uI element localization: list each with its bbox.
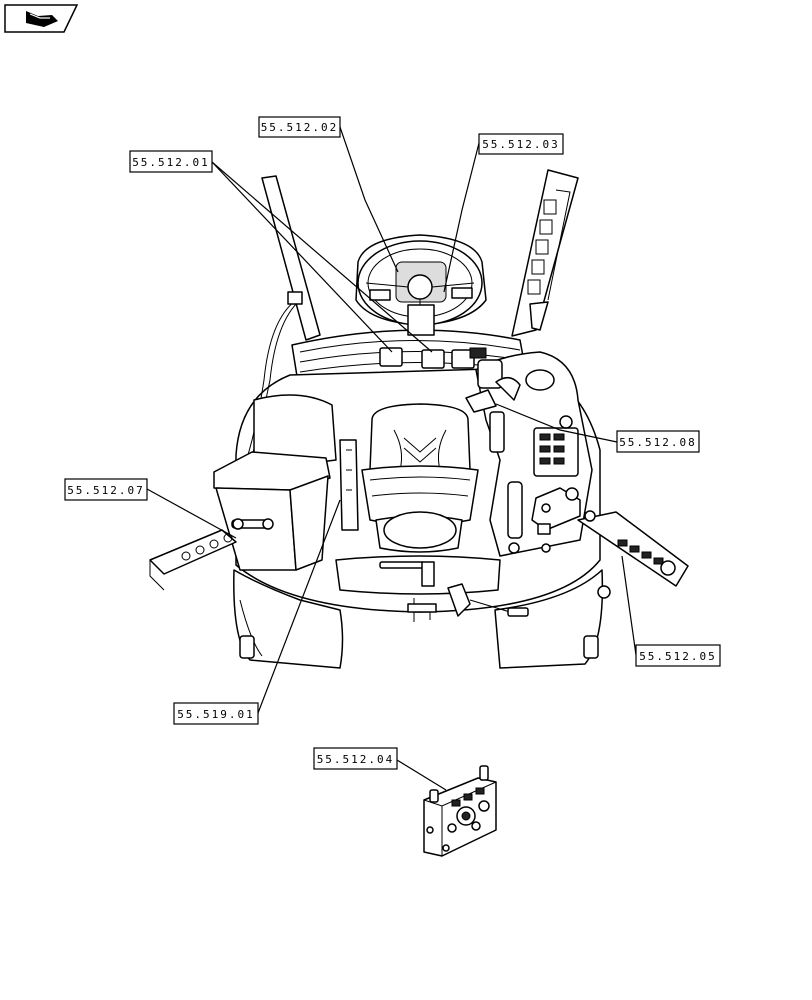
- callout-55-512-01[interactable]: 55.512.01: [129, 150, 213, 173]
- callout-55-512-08[interactable]: 55.512.08: [616, 430, 700, 453]
- callout-text: 55.512.08: [619, 436, 697, 449]
- callout-text: 55.512.02: [261, 121, 339, 134]
- leader-lines: [146, 126, 637, 791]
- callout-text: 55.512.07: [67, 484, 145, 497]
- callout-text: 55.512.01: [132, 156, 210, 169]
- callout-text: 55.512.03: [482, 138, 560, 151]
- callout-55-512-05[interactable]: 55.512.05: [635, 644, 721, 667]
- callout-55-512-02[interactable]: 55.512.02: [258, 116, 341, 138]
- book-arrow-icon[interactable]: [4, 4, 79, 33]
- callout-text: 55.512.05: [639, 650, 717, 663]
- control-unit-illustration: [423, 765, 497, 857]
- callout-55-519-01[interactable]: 55.519.01: [173, 702, 259, 725]
- callout-text: 55.512.04: [317, 753, 395, 766]
- callout-55-512-07[interactable]: 55.512.07: [64, 478, 148, 501]
- callout-text: 55.519.01: [177, 708, 255, 721]
- callout-55-512-03[interactable]: 55.512.03: [478, 133, 564, 155]
- cab-illustration: [149, 169, 689, 669]
- callout-55-512-04[interactable]: 55.512.04: [313, 747, 398, 770]
